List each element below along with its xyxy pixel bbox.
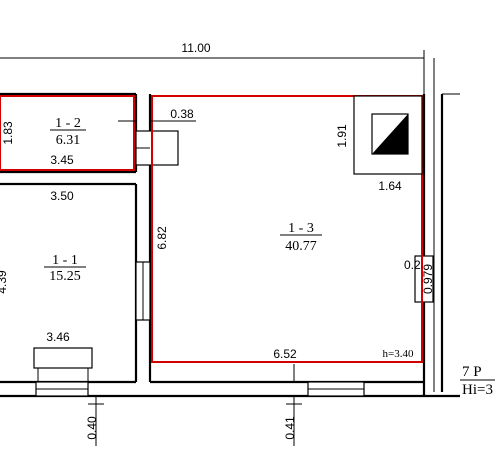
- room-1-1-label: 3.50 1 - 1 15.25 4.39: [0, 189, 86, 294]
- room-1-3-height: 6.82: [155, 226, 169, 250]
- right-side-dimensions: 0.2 0.979: [404, 258, 435, 294]
- room-1-2-id: 1 - 2: [55, 116, 81, 131]
- window-right: [414, 255, 434, 303]
- openings: [35, 130, 434, 397]
- edge-labels: 7 P Hi=3: [460, 364, 495, 398]
- side-small-label: 0.2: [404, 258, 421, 272]
- room-1-1-id: 1 - 1: [52, 253, 78, 268]
- room-1-1-height: 4.39: [0, 270, 9, 294]
- room-1-2-height: 1.83: [1, 121, 15, 145]
- room-1-2-area: 6.31: [56, 133, 81, 148]
- room-1-3-outline: [151, 95, 423, 363]
- door-width-label: 3.46: [46, 330, 70, 344]
- room-1-1-area: 15.25: [49, 269, 81, 284]
- niche: 1.64 1.91: [335, 95, 423, 193]
- room-1-3-area: 40.77: [285, 239, 317, 254]
- side-tall-label: 0.979: [421, 264, 435, 294]
- niche-height-label: 1.91: [335, 124, 349, 148]
- room-1-1-width: 3.50: [50, 189, 74, 203]
- wall-gap-label: 0.38: [170, 107, 194, 121]
- bottom-mid-offset-label: 0.41: [283, 416, 297, 440]
- room-1-2-label: 1 - 2 6.31 3.45 1.83: [1, 116, 86, 167]
- wall-gap-dimension: 0.38: [118, 107, 196, 122]
- room-1-3-label: 1 - 3 40.77 6.82 6.52 h=3.40: [155, 221, 414, 361]
- hi-label: Hi=3: [462, 382, 493, 398]
- overall-width-label: 11.00: [181, 41, 210, 55]
- niche-width-label: 1.64: [378, 179, 402, 193]
- bottom-dimensions: 0.40 0.41: [85, 364, 302, 446]
- room-1-3-id: 1 - 3: [288, 221, 314, 236]
- right-building-edge: [423, 58, 460, 392]
- floor-label: 7 P: [462, 364, 482, 380]
- door-frame: 3.46: [33, 330, 93, 382]
- overall-dimension: 11.00: [0, 41, 425, 66]
- room-1-2-width: 3.45: [50, 153, 74, 167]
- bottom-left-offset-label: 0.40: [85, 416, 99, 440]
- room-1-2-outline: [0, 95, 135, 171]
- room-1-3-width: 6.52: [273, 347, 297, 361]
- ceiling-height: h=3.40: [383, 348, 414, 360]
